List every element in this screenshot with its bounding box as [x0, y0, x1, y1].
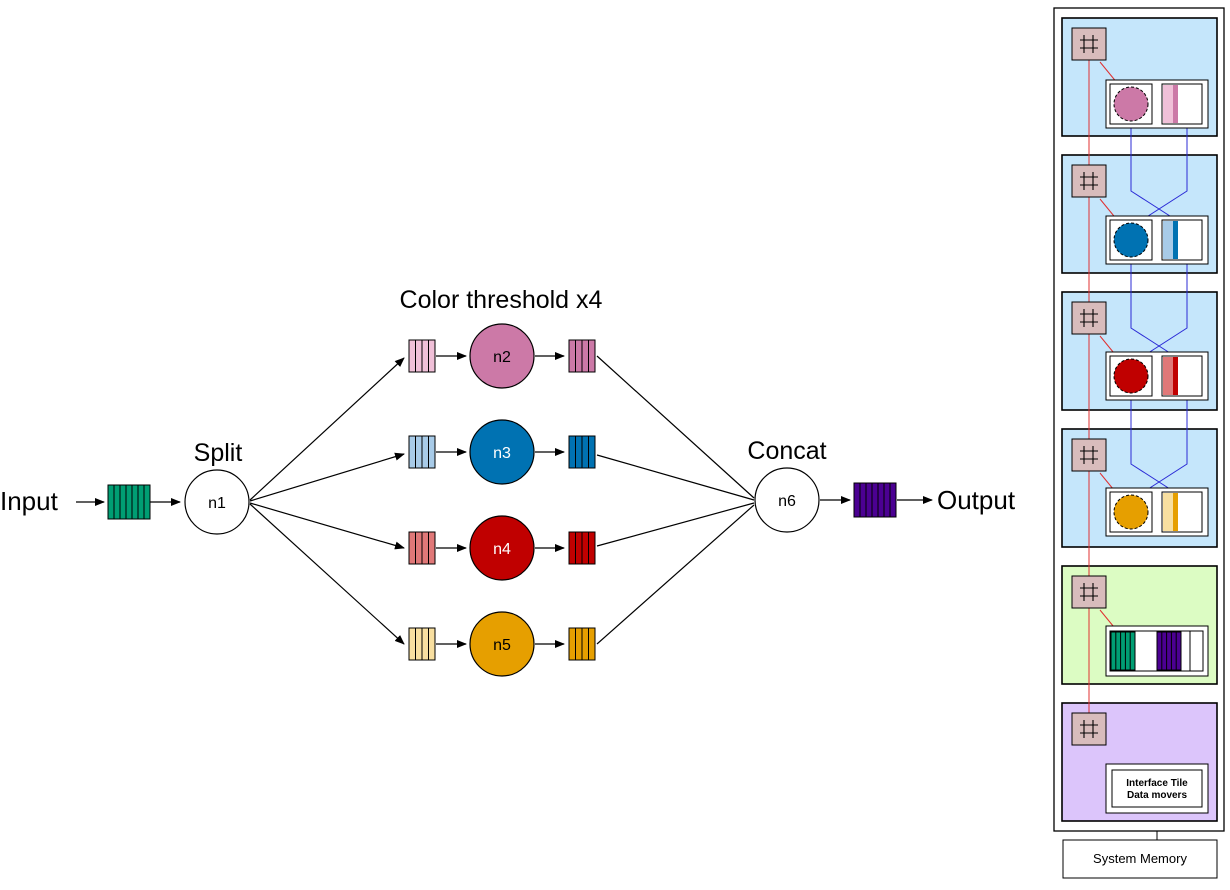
- core-n5-buffer: [1161, 491, 1203, 533]
- node-n5: n5: [469, 611, 535, 677]
- edge-n1-n2: [249, 357, 405, 501]
- node-n5-label: n5: [493, 637, 511, 654]
- core-n3-buffer: [1161, 219, 1203, 261]
- system-memory-label: System Memory: [1093, 851, 1187, 866]
- group-label: Color threshold x4: [400, 286, 603, 314]
- switch-box-6: [1071, 712, 1107, 746]
- edge-n1-n4: [249, 502, 405, 550]
- node-n1: n1: [184, 469, 250, 535]
- memory-input-buffer: [1110, 631, 1136, 671]
- node-n4-circle: [469, 515, 535, 581]
- node-n2-circle: [469, 323, 535, 389]
- switch-crosshair-icon: [1080, 720, 1098, 738]
- node-n3-circle: [469, 419, 535, 485]
- node-n2-label: n2: [493, 349, 511, 366]
- tile-array-frame: [1053, 7, 1225, 832]
- switch-crosshair-icon: [1080, 35, 1098, 53]
- buffer-out-n4: [568, 531, 596, 565]
- switch-crosshair-icon: [1080, 172, 1098, 190]
- edge-n1-n3: [249, 452, 405, 502]
- node-n1-circle: [184, 469, 250, 535]
- edge-n4-n6: [596, 502, 755, 547]
- buffer-in-n4: [408, 531, 436, 565]
- switch-box-4: [1071, 438, 1107, 472]
- concat-label: Concat: [747, 437, 826, 465]
- edge-n1-n5: [249, 503, 405, 645]
- buffer-in-n2: [408, 339, 436, 373]
- input-label: Input: [0, 486, 59, 516]
- switch-crosshair-icon: [1080, 309, 1098, 327]
- input-buffer-stripes: [107, 484, 151, 520]
- output-buffer-stripes: [853, 482, 897, 518]
- core-n3-kernel: [1113, 222, 1149, 258]
- buffer-out-n3: [568, 435, 596, 469]
- output-label: Output: [937, 485, 1016, 515]
- node-n6-label: n6: [778, 493, 796, 510]
- node-n1-label: n1: [208, 495, 226, 512]
- switch-box-2: [1071, 164, 1107, 198]
- edge-n3-n6: [596, 454, 755, 501]
- core-n2-buffer: [1161, 83, 1203, 125]
- switch-boxes: [1071, 27, 1107, 746]
- core-n4-buffer: [1161, 355, 1203, 397]
- memory-output-buffer: [1156, 631, 1182, 671]
- tile-contents: [1105, 79, 1209, 677]
- data-movers-label: Data movers: [1127, 790, 1187, 801]
- split-label: Split: [194, 439, 243, 467]
- core-n2: [1105, 79, 1209, 129]
- interface-tile-box: Interface Tile Data movers: [1105, 763, 1209, 814]
- output-buffer: [853, 482, 897, 518]
- system-memory-box: System Memory: [1062, 839, 1218, 879]
- buffer-in-n3: [408, 435, 436, 469]
- switch-box-5: [1071, 575, 1107, 609]
- switch-crosshair-icon: [1080, 583, 1098, 601]
- node-n3: n3: [469, 419, 535, 485]
- node-n3-label: n3: [493, 445, 511, 462]
- core-n4: [1105, 351, 1209, 401]
- branch-buffers: [408, 339, 596, 661]
- input-buffer: [107, 484, 151, 520]
- core-n5: [1105, 487, 1209, 537]
- core-n2-kernel: [1113, 86, 1149, 122]
- buffer-out-n5: [568, 627, 596, 661]
- node-n6: n6: [754, 467, 820, 533]
- memory-tile-buffers: [1105, 625, 1209, 677]
- node-n2: n2: [469, 323, 535, 389]
- buffer-in-n5: [408, 627, 436, 661]
- interface-tile-label: Interface Tile: [1126, 778, 1188, 789]
- edge-n2-n6: [596, 355, 755, 499]
- switch-crosshair-icon: [1080, 446, 1098, 464]
- core-n4-kernel: [1113, 358, 1149, 394]
- node-n4-label: n4: [493, 541, 511, 558]
- edge-n5-n6: [596, 504, 755, 645]
- buffer-out-n2: [568, 339, 596, 373]
- switch-box-1: [1071, 27, 1107, 61]
- node-n4: n4: [469, 515, 535, 581]
- node-n5-circle: [469, 611, 535, 677]
- node-n6-circle: [754, 467, 820, 533]
- core-n5-kernel: [1113, 494, 1149, 530]
- core-n3: [1105, 215, 1209, 265]
- switch-box-3: [1071, 301, 1107, 335]
